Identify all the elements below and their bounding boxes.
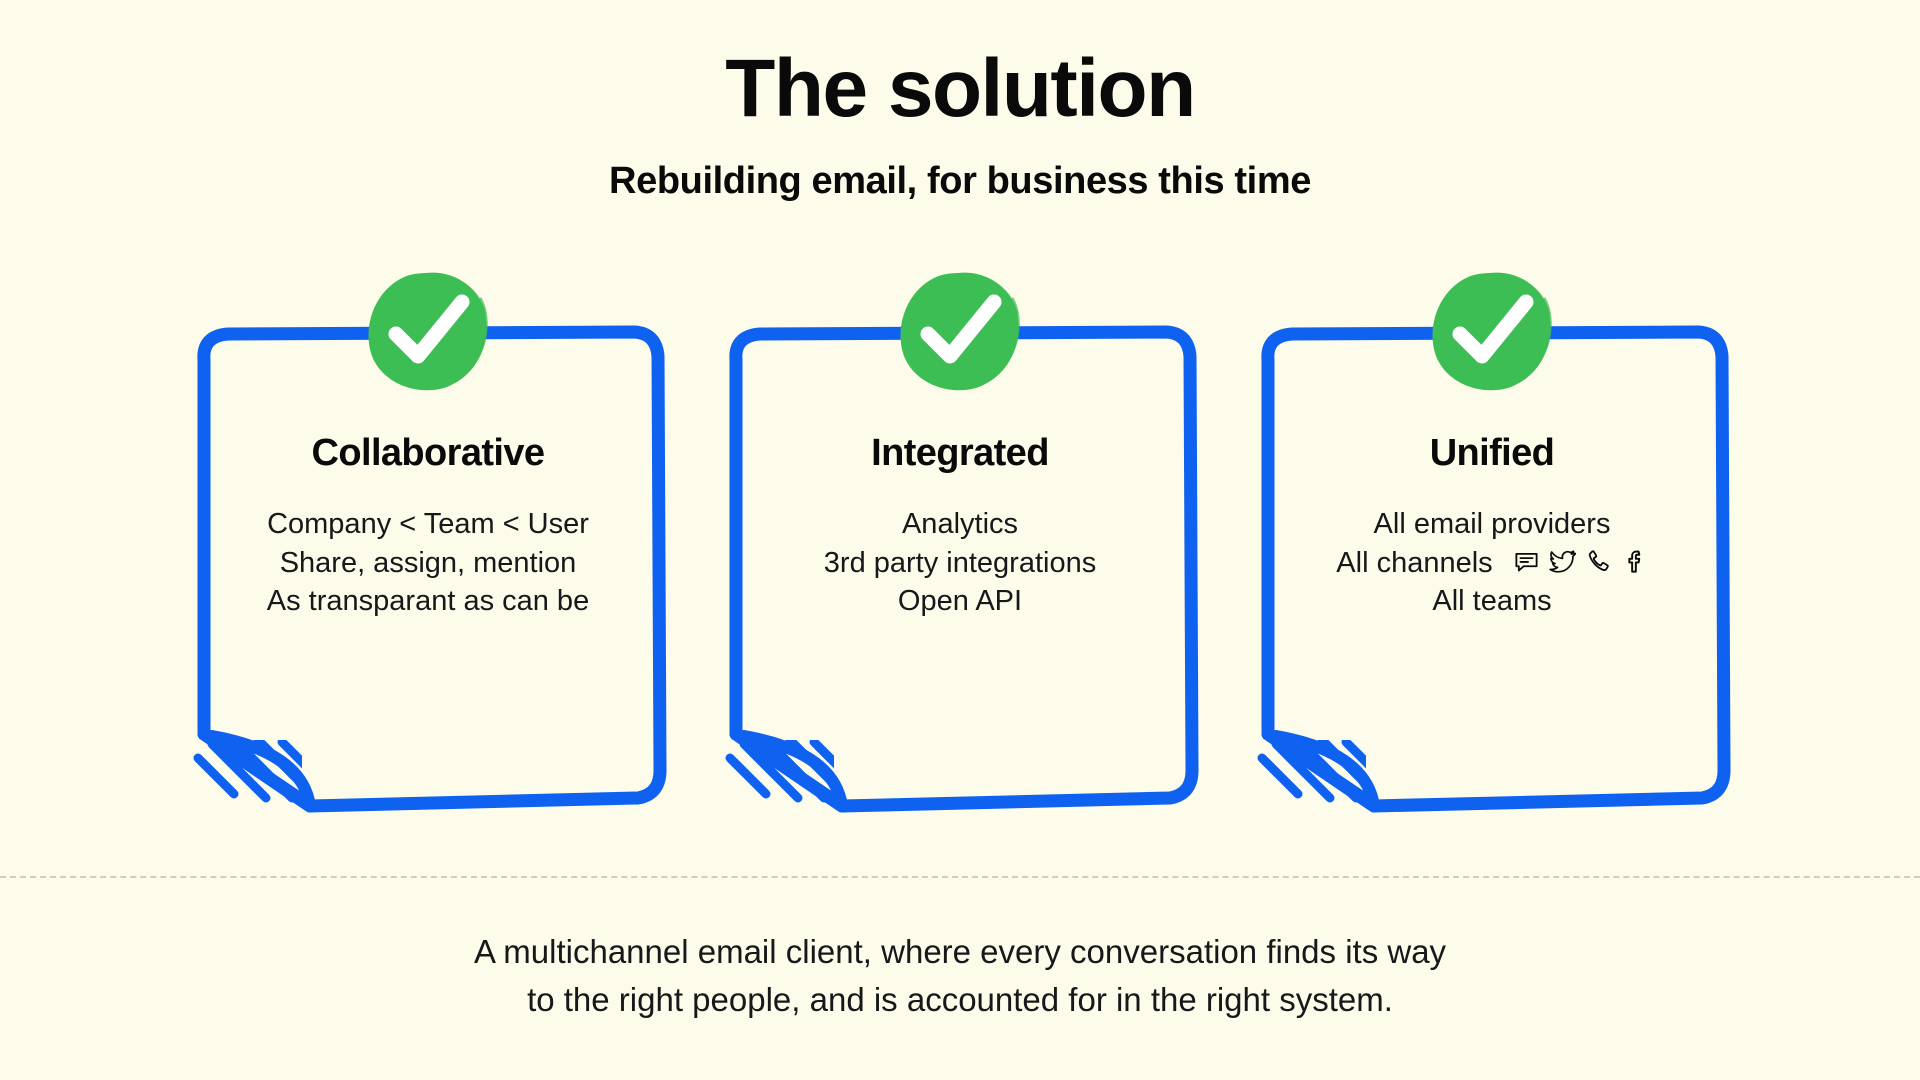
check-circle-icon	[896, 268, 1024, 394]
card-line-with-icons: All channels	[1272, 544, 1712, 583]
check-circle-icon	[364, 268, 492, 394]
facebook-icon	[1628, 550, 1641, 573]
channel-icon-group	[1513, 548, 1648, 575]
footer-line: to the right people, and is accounted fo…	[527, 980, 1393, 1018]
check-circle-icon	[1428, 268, 1556, 394]
slide-footer: A multichannel email client, where every…	[0, 928, 1920, 1024]
phone-icon	[1588, 549, 1609, 571]
card-line: Open API	[897, 585, 1023, 618]
card-content: Unified All email providers All channels	[1246, 432, 1738, 621]
card-frame-sketch	[182, 320, 674, 820]
card-heading: Unified	[1429, 432, 1555, 474]
card-frame-sketch	[714, 320, 1206, 820]
card-frame-sketch	[1246, 320, 1738, 820]
slide-header: The solution Rebuilding email, for busin…	[0, 0, 1920, 203]
card-line-label: All channels	[1336, 546, 1493, 579]
card-line: All teams	[1432, 585, 1552, 618]
card-line: Share, assign, mention	[279, 546, 577, 579]
feature-card-row: Collaborative Company < Team < User Shar…	[0, 272, 1920, 820]
card-line: All email providers	[1373, 508, 1611, 540]
feature-card[interactable]: Collaborative Company < Team < User Shar…	[182, 272, 674, 820]
card-content: Integrated Analytics 3rd party integrati…	[714, 432, 1206, 621]
card-line: 3rd party integrations	[823, 546, 1097, 579]
card-lines: Company < Team < User Share, assign, men…	[208, 505, 648, 621]
section-divider	[0, 876, 1920, 878]
page-title: The solution	[725, 43, 1196, 134]
chat-bubble-icon	[1515, 552, 1538, 571]
card-heading: Collaborative	[311, 432, 546, 474]
page-subtitle: Rebuilding email, for business this time	[609, 160, 1311, 203]
card-heading: Integrated	[871, 432, 1049, 474]
feature-card[interactable]: Integrated Analytics 3rd party integrati…	[714, 272, 1206, 820]
footer-line: A multichannel email client, where every…	[473, 933, 1447, 970]
card-content: Collaborative Company < Team < User Shar…	[182, 432, 674, 621]
card-line: As transparant as can be	[266, 585, 590, 618]
twitter-icon	[1549, 549, 1576, 573]
card-line: Company < Team < User	[267, 508, 589, 540]
card-lines: All email providers All channels	[1272, 505, 1712, 621]
card-line: Analytics	[901, 508, 1019, 540]
feature-card[interactable]: Unified All email providers All channels	[1246, 272, 1738, 820]
card-lines: Analytics 3rd party integrations Open AP…	[740, 505, 1180, 621]
